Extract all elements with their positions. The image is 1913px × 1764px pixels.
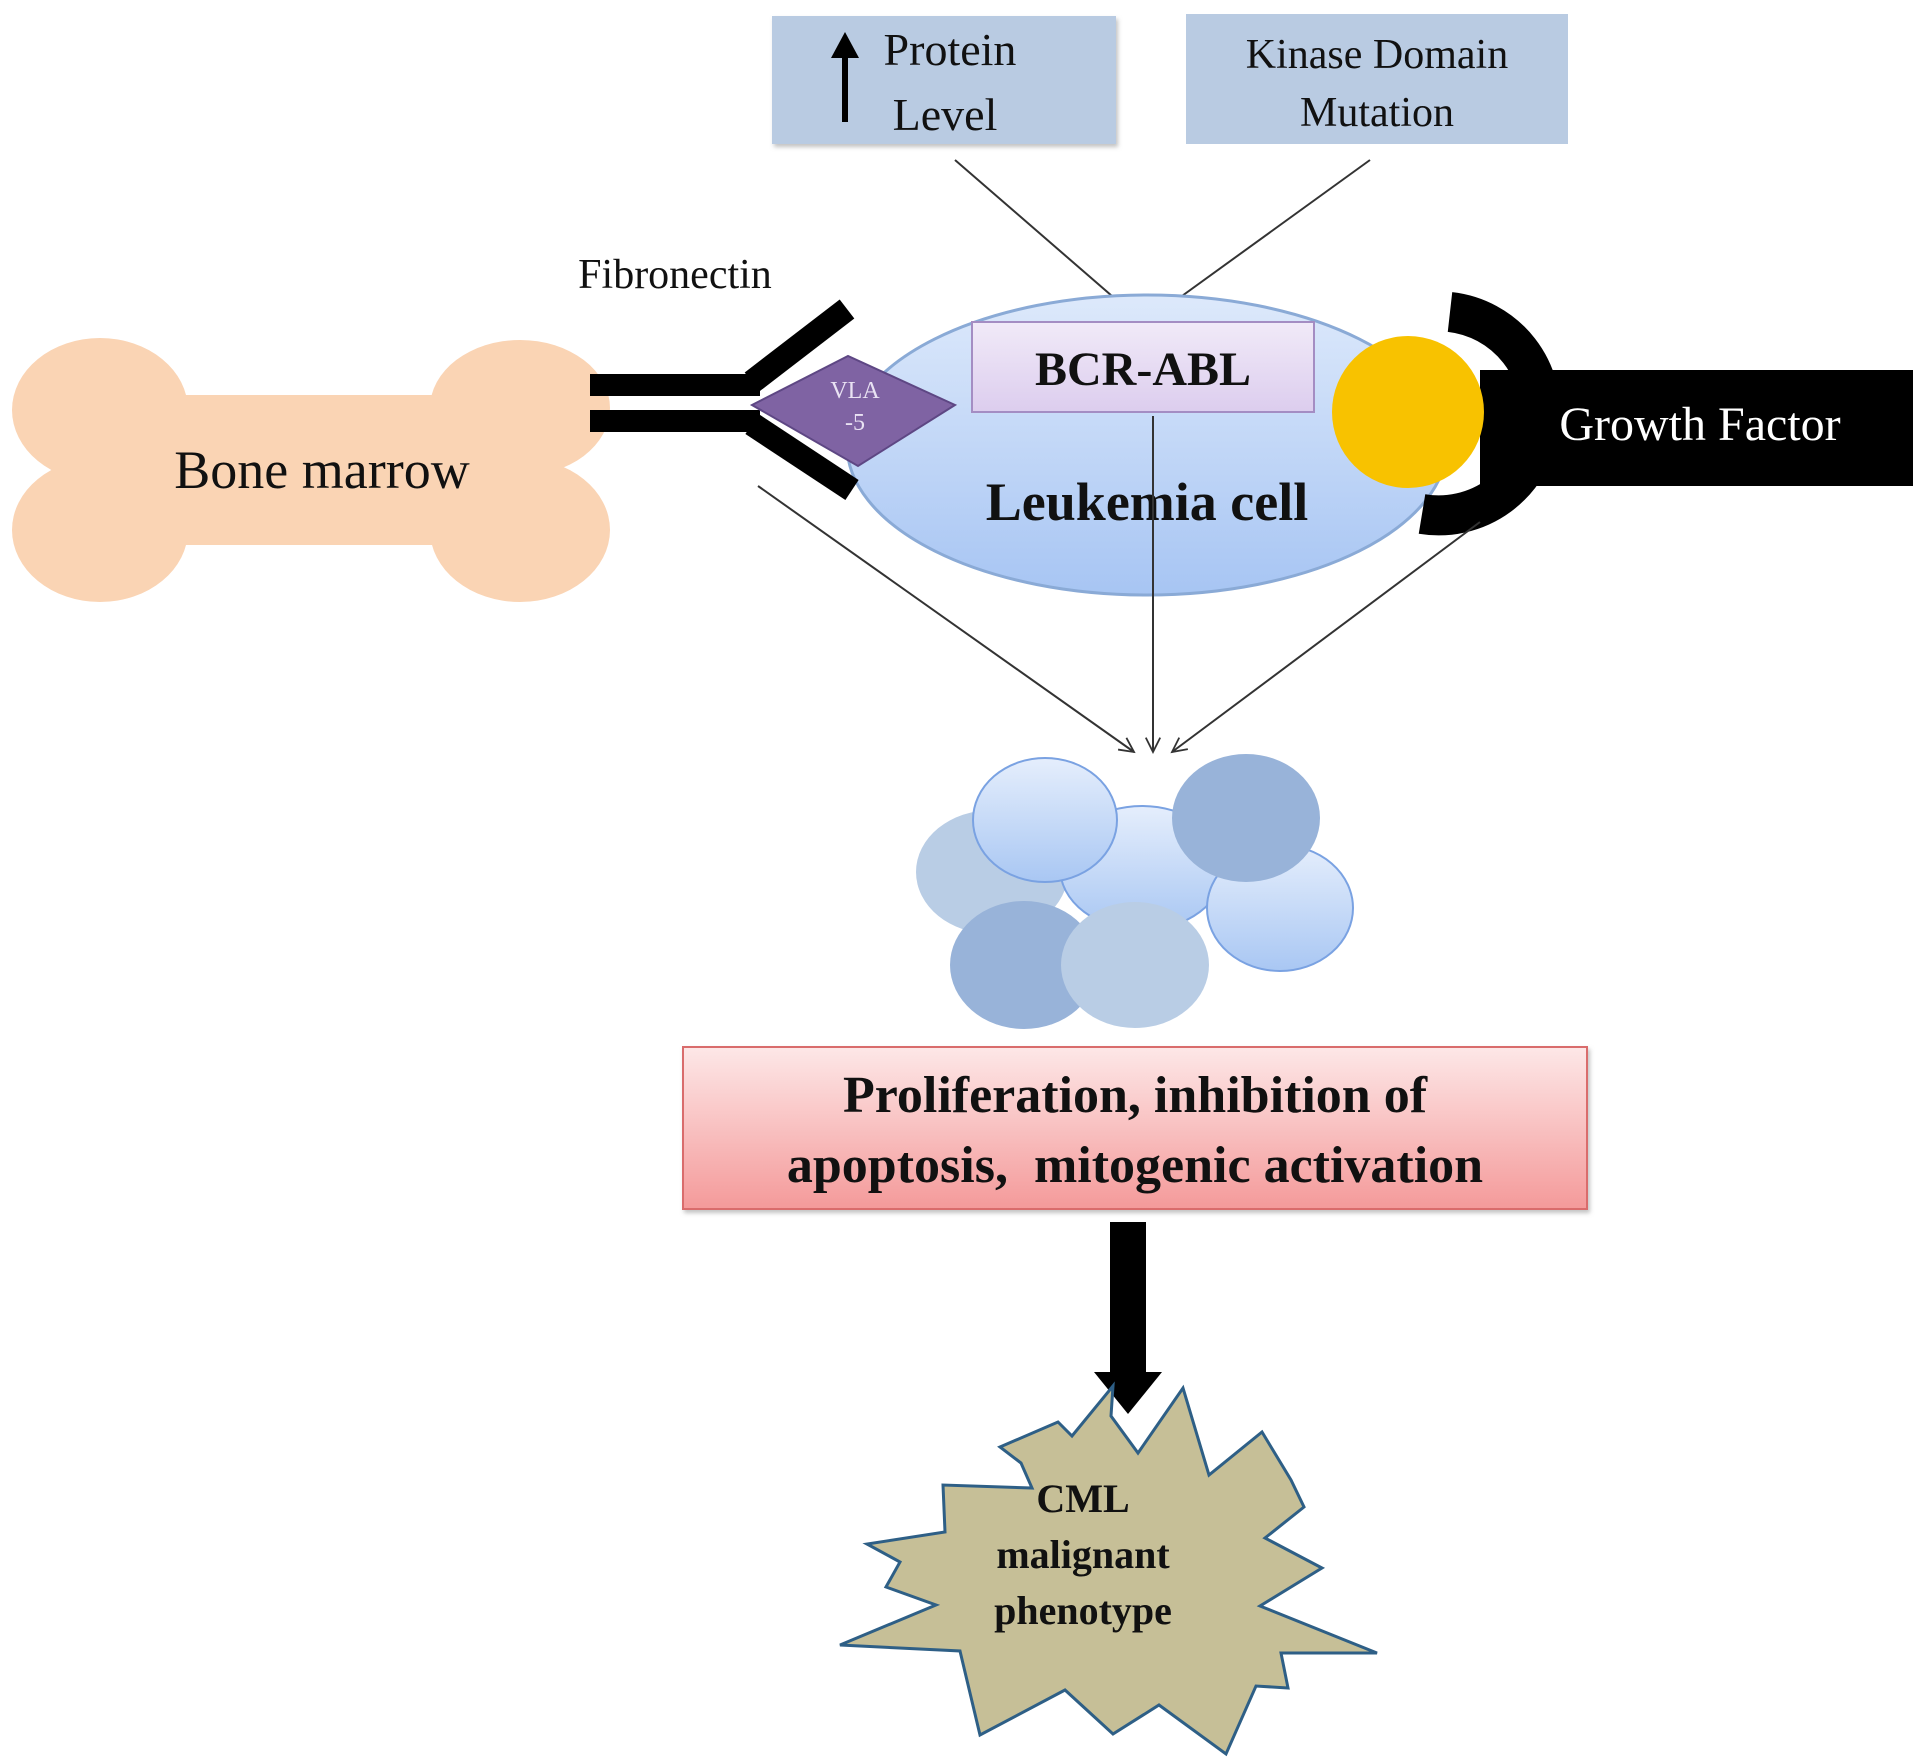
vla5-integrin: VLA -5 bbox=[749, 354, 958, 468]
fibronectin-receptor bbox=[590, 299, 859, 501]
arrow-fibronectin-to-cluster bbox=[757, 485, 1134, 752]
growth-factor-label: Growth Factor bbox=[1559, 398, 1840, 451]
cml-line1: CML bbox=[1036, 1476, 1129, 1521]
protein-level-line1: Protein bbox=[884, 24, 1017, 75]
bone-marrow-shape: Bone marrow bbox=[12, 338, 610, 602]
protein-level-box: Protein Level bbox=[772, 16, 1116, 144]
vla5-label-line2: -5 bbox=[845, 410, 865, 436]
growth-factor-ligand bbox=[1332, 336, 1484, 488]
vla5-label-line1: VLA bbox=[830, 378, 880, 404]
kinase-domain-line2: Mutation bbox=[1300, 90, 1454, 136]
outcome-line1: Proliferation, inhibition of bbox=[843, 1067, 1428, 1124]
cml-line2: malignant bbox=[996, 1532, 1170, 1577]
bcr-abl-label: BCR-ABL bbox=[1035, 343, 1251, 396]
bone-marrow-label: Bone marrow bbox=[174, 440, 469, 500]
kinase-domain-box: Kinase Domain Mutation bbox=[1186, 14, 1568, 144]
leukemia-cell-label: Leukemia cell bbox=[986, 472, 1308, 532]
protein-level-line2: Level bbox=[893, 89, 998, 140]
arrow-growth-factor-to-cluster bbox=[1172, 521, 1481, 752]
bcr-abl-box: BCR-ABL bbox=[971, 321, 1315, 413]
up-arrow-icon bbox=[831, 32, 859, 122]
cml-line3: phenotype bbox=[994, 1588, 1172, 1633]
cml-phenotype-starburst: CML malignant phenotype bbox=[839, 1381, 1378, 1757]
proliferating-cell-cluster bbox=[916, 754, 1354, 1029]
outcome-line2: apoptosis, mitogenic activation bbox=[787, 1137, 1483, 1194]
outcome-box: Proliferation, inhibition of apoptosis, … bbox=[682, 1046, 1588, 1210]
fibronectin-label: Fibronectin bbox=[578, 252, 772, 298]
thick-down-arrow bbox=[1094, 1222, 1162, 1414]
kinase-domain-line1: Kinase Domain bbox=[1246, 32, 1508, 78]
growth-factor-receptor: Growth Factor bbox=[1418, 292, 1913, 536]
